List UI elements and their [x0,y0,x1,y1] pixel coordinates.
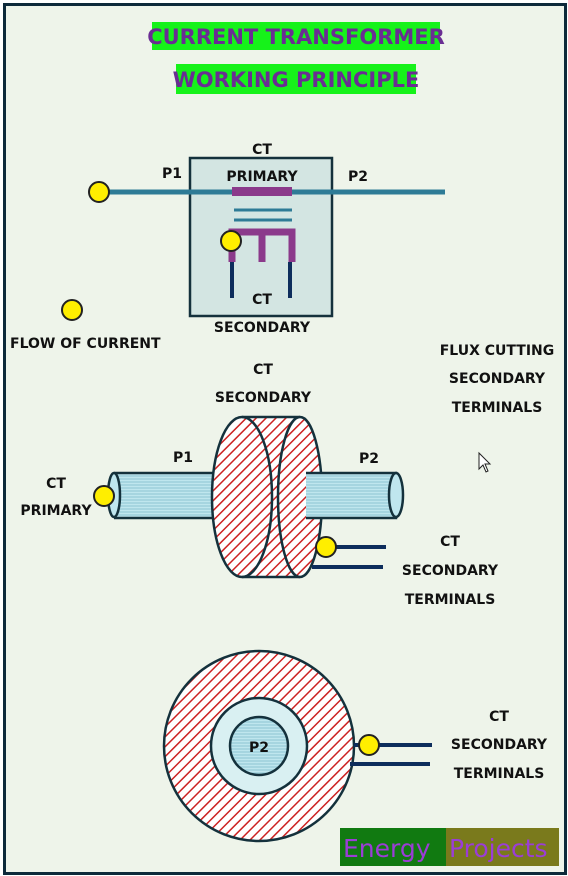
title-line1-bg [152,22,440,50]
term-label-line1: CT [440,534,460,550]
ct-pri-label-line2: PRIMARY [20,503,92,519]
term-label-line2: SECONDARY [402,563,499,579]
primary-bar-right-end [387,471,405,519]
ct-sec-label-line2: SECONDARY [215,390,312,406]
title-block: CURRENT TRANSFORMER WORKING PRINCIPLE [147,22,445,94]
ct-pri-label-line1: CT [46,476,66,492]
brand-logo-bg-left [340,828,446,866]
brand-word1: Energy [343,834,431,863]
flux-note-line2: SECONDARY [449,371,546,387]
primary-label: PRIMARY [226,169,298,185]
p1-side-label: P1 [173,450,193,466]
p1-label: P1 [162,166,182,182]
ct-side-view-diagram: CT SECONDARY P1 P2 CT PRIMARY CT SECONDA… [20,362,499,608]
legend-flow-label: FLOW OF CURRENT [10,336,161,352]
brand-logo-bg-right [446,828,559,866]
ct-sec-label-line1: CT [253,362,273,378]
ct-core-back-face [210,415,274,579]
ct-box-diagram: CT PRIMARY P1 P2 CT SECONDARY [88,142,445,336]
front-term-line1: CT [489,709,509,725]
primary-conductor-section [228,715,290,777]
title-line2-bg [176,64,416,94]
current-dot-primary [88,181,110,203]
flux-note: FLUX CUTTING SECONDARY TERMINALS [440,343,555,416]
secondary-label: SECONDARY [214,320,311,336]
current-dot-terminal-side [315,536,337,558]
primary-bar-right [306,471,398,520]
ct-bottom-label: CT [252,292,272,308]
flux-note-line1: FLUX CUTTING [440,343,555,359]
legend-dot [61,299,83,321]
primary-bar-left [114,471,224,520]
front-term-line3: TERMINALS [454,766,545,782]
p2-side-label: P2 [359,451,379,467]
flux-note-line3: TERMINALS [452,400,543,416]
current-dot-primary-side [93,485,115,507]
p2-label: P2 [348,169,368,185]
current-dot-secondary [220,230,242,252]
p2-front-label: P2 [249,740,269,756]
term-label-line3: TERMINALS [405,592,496,608]
title-line1: CURRENT TRANSFORMER [147,25,445,49]
primary-winding [232,187,292,196]
ct-top-label: CT [252,142,272,158]
legend: FLOW OF CURRENT [10,299,161,352]
brand-word2: Projects [449,834,548,863]
ct-front-view-diagram: P2 CT SECONDARY TERMINALS [162,649,548,843]
title-line2: WORKING PRINCIPLE [173,68,420,92]
front-term-line2: SECONDARY [451,737,548,753]
brand-logo: Energy Projects [340,828,559,866]
cursor-icon [478,451,492,473]
current-dot-terminal-front [358,734,380,756]
